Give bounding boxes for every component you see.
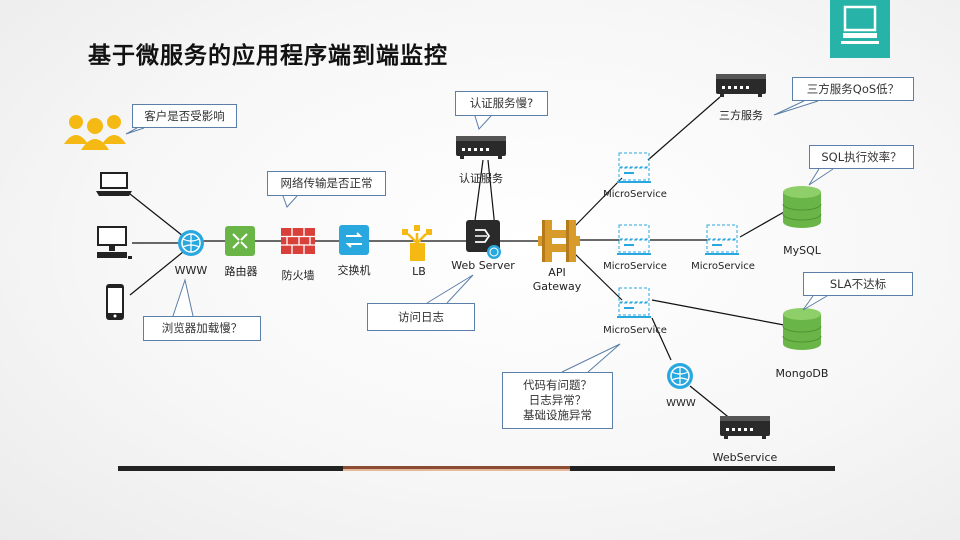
- load-balancer-icon: [402, 225, 432, 261]
- auth-service-label: 认证服务: [459, 172, 503, 185]
- callout-code-line-1: 代码有问题？: [523, 378, 592, 392]
- monitor-icon: [841, 5, 879, 44]
- microservice-icon: [705, 224, 739, 255]
- callout-client: 客户是否受影响: [125, 104, 237, 140]
- callout-browser: 浏览器加载慢？: [143, 278, 261, 342]
- switch-label: 交换机: [337, 264, 371, 277]
- callout-access-log: 访问日志: [367, 274, 475, 332]
- mysql-label: MySQL: [783, 244, 821, 257]
- callout-network: 网络传输是否正常: [267, 171, 386, 211]
- callout-code-line-3: 基础设施异常: [523, 408, 592, 422]
- webservice-server-icon: [720, 416, 770, 439]
- microservice-icon: [617, 287, 651, 318]
- router-icon: [225, 226, 255, 256]
- callout-sql: SQL执行效率？: [808, 145, 914, 187]
- monitor-badge: [830, 0, 890, 58]
- lb-label: LB: [412, 265, 426, 278]
- callout-auth-slow: 认证服务慢?: [455, 91, 548, 131]
- microservice-icon: [617, 224, 651, 255]
- firewall-label: 防火墙: [281, 269, 315, 282]
- mysql-database-icon: [782, 186, 822, 228]
- callout-third-qos: 三方服务QoS低？: [773, 77, 914, 117]
- api-gateway-icon: [538, 220, 580, 262]
- router-label: 路由器: [224, 265, 258, 278]
- mongodb-label: MongoDB: [775, 367, 829, 380]
- mongodb-database-icon: [782, 308, 822, 350]
- timeline-bar-right: [570, 466, 835, 471]
- microservice-bot-label: MicroService: [603, 325, 667, 336]
- phone-icon: [106, 284, 124, 320]
- api-gateway-label-2: Gateway: [532, 280, 582, 293]
- web-server-label: Web Server: [451, 259, 515, 272]
- auth-server-icon: [456, 136, 506, 159]
- callout-sla: SLA不达标: [802, 272, 913, 312]
- callout-code-line-2: 日志异常？: [528, 393, 587, 407]
- laptop-icon: [96, 172, 132, 196]
- users-icon: [64, 115, 126, 150]
- firewall-icon: [281, 228, 315, 254]
- timeline-bar-left: [118, 466, 343, 471]
- third-party-server-icon: [716, 74, 766, 97]
- page-title: 基于微服务的应用程序端到端监控: [88, 43, 448, 69]
- web-server-icon: [466, 220, 501, 259]
- desktop-icon: [97, 226, 132, 259]
- switch-icon: [339, 225, 369, 255]
- microservice-mid-label: MicroService: [603, 261, 667, 272]
- microservice-mid2-label: MicroService: [691, 261, 755, 272]
- callout-code: 代码有问题？ 日志异常？ 基础设施异常: [502, 343, 621, 430]
- microservice-icon: [617, 152, 651, 183]
- webservice-label: WebService: [712, 451, 778, 464]
- microservice-top-label: MicroService: [603, 189, 667, 200]
- timeline-bar-mid: [343, 466, 570, 471]
- third-party-label: 三方服务: [719, 109, 763, 122]
- globe-icon: [178, 230, 204, 256]
- www-right-label: WWW: [666, 398, 696, 409]
- globe-icon: [667, 363, 693, 389]
- www-left-label: WWW: [174, 264, 208, 277]
- api-gateway-label-1: API: [548, 266, 566, 279]
